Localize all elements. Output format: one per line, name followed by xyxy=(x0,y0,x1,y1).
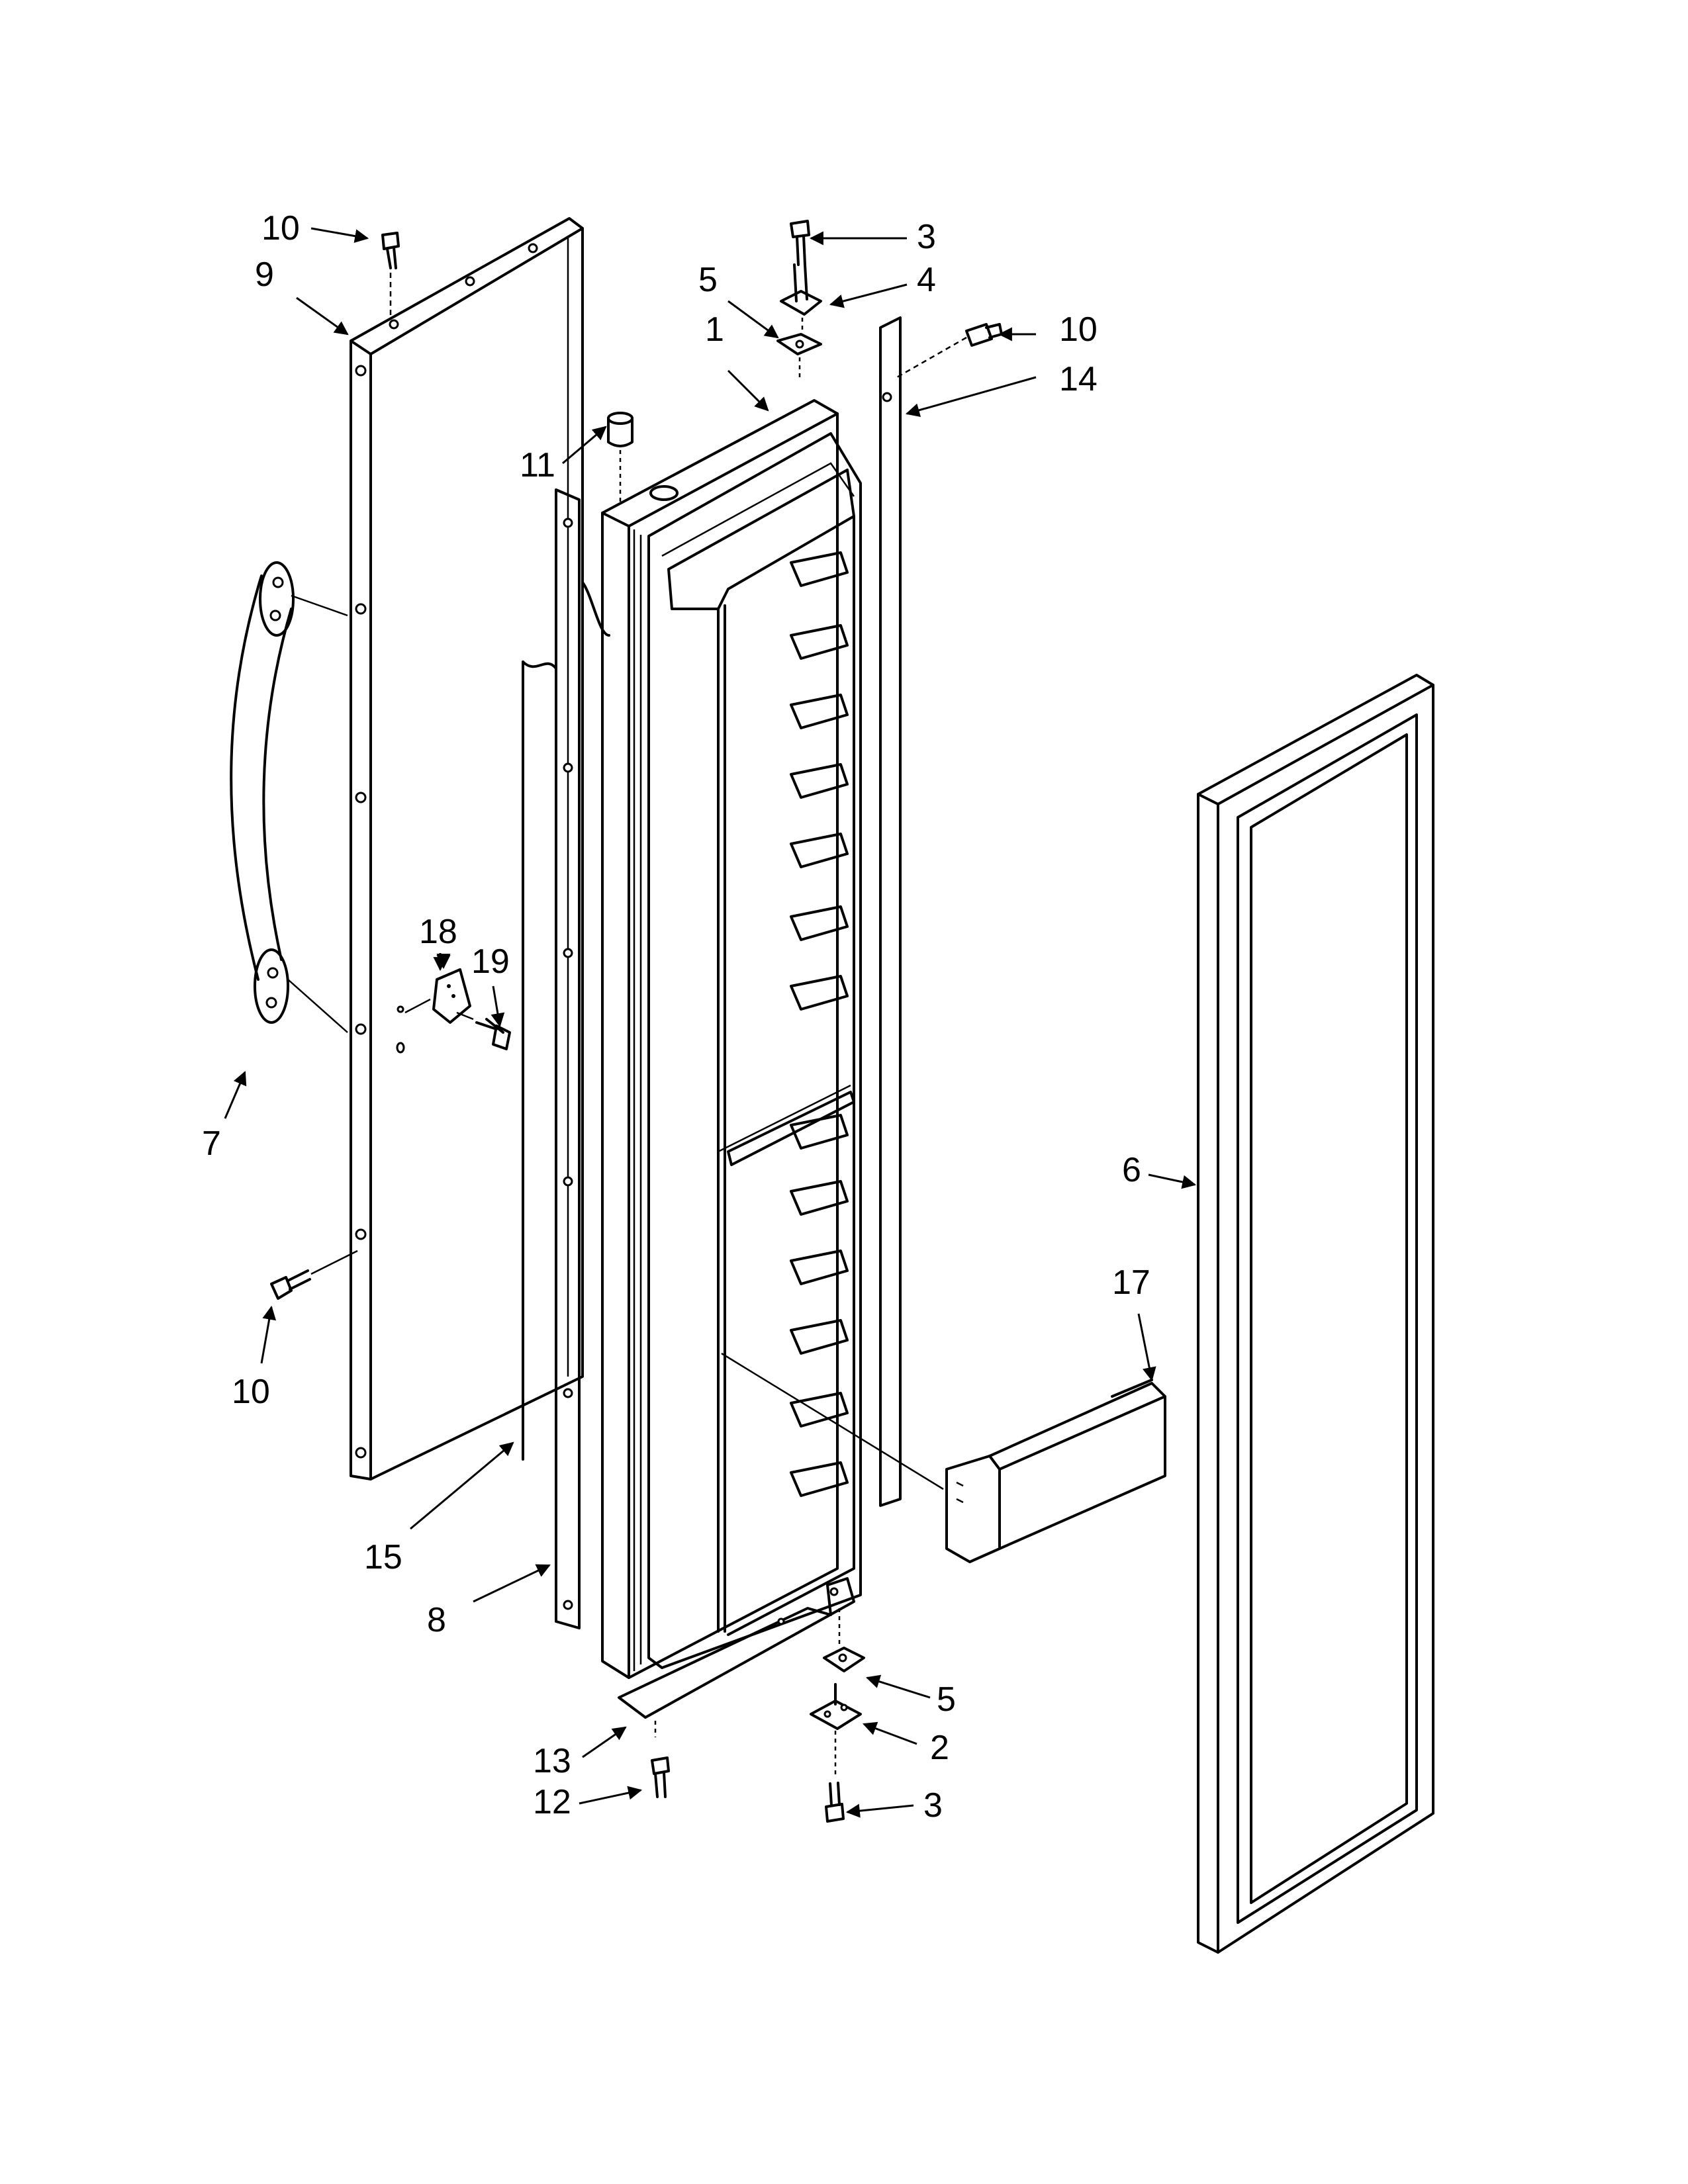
handle-screw xyxy=(456,1011,511,1050)
callout-11: 11 xyxy=(520,446,555,484)
screw-top-right xyxy=(896,323,1003,379)
callout-7: 7 xyxy=(202,1124,221,1163)
callout-labels: 10 9 3 4 5 10 1 14 11 18 19 7 10 6 17 15… xyxy=(202,209,1150,1825)
gasket-strip xyxy=(522,660,557,1461)
liner-bin-ribs xyxy=(790,551,849,1497)
callout-2: 2 xyxy=(930,1729,949,1767)
breaker-strip xyxy=(555,488,610,1629)
callout-12: 12 xyxy=(533,1783,571,1821)
handle-bracket xyxy=(396,968,471,1054)
callout-10-bottom: 10 xyxy=(232,1373,270,1411)
callout-1: 1 xyxy=(705,310,724,349)
door-handle xyxy=(230,561,348,1033)
callout-13: 13 xyxy=(533,1742,571,1780)
top-hinge-shim xyxy=(776,333,822,381)
callout-9: 9 xyxy=(255,255,274,294)
bottom-hinge-bracket xyxy=(618,1577,855,1737)
bottom-hinge xyxy=(810,1683,862,1777)
callout-3-top: 3 xyxy=(917,218,936,256)
screw-top-left xyxy=(381,232,400,318)
callout-19: 19 xyxy=(471,942,510,981)
leader-lines xyxy=(224,227,1197,1818)
bracket-screw xyxy=(651,1756,670,1798)
top-hinge xyxy=(780,263,822,334)
door-stop xyxy=(607,412,633,503)
callout-17: 17 xyxy=(1112,1263,1150,1302)
callout-15: 15 xyxy=(364,1538,402,1576)
door-bin xyxy=(721,1352,1166,1563)
bottom-hinge-shim xyxy=(823,1608,865,1672)
screw-lower-left xyxy=(270,1250,358,1300)
callout-14: 14 xyxy=(1059,360,1098,398)
callout-10-right: 10 xyxy=(1059,310,1098,349)
hinge-side-strip xyxy=(879,316,902,1507)
callout-5-top: 5 xyxy=(698,261,718,299)
callout-4: 4 xyxy=(917,261,936,299)
bottom-hinge-screw xyxy=(825,1782,845,1823)
callout-6: 6 xyxy=(1122,1151,1141,1189)
door-liner-assembly xyxy=(601,399,862,1679)
outer-door-panel xyxy=(1197,674,1434,1954)
callout-3-bottom: 3 xyxy=(923,1786,943,1825)
door-trim-frame xyxy=(350,217,584,1480)
callout-5-bottom: 5 xyxy=(937,1680,956,1719)
callout-8: 8 xyxy=(427,1601,446,1639)
callout-18: 18 xyxy=(419,913,457,951)
top-hinge-screw xyxy=(790,220,810,266)
callout-10-top: 10 xyxy=(261,209,300,248)
